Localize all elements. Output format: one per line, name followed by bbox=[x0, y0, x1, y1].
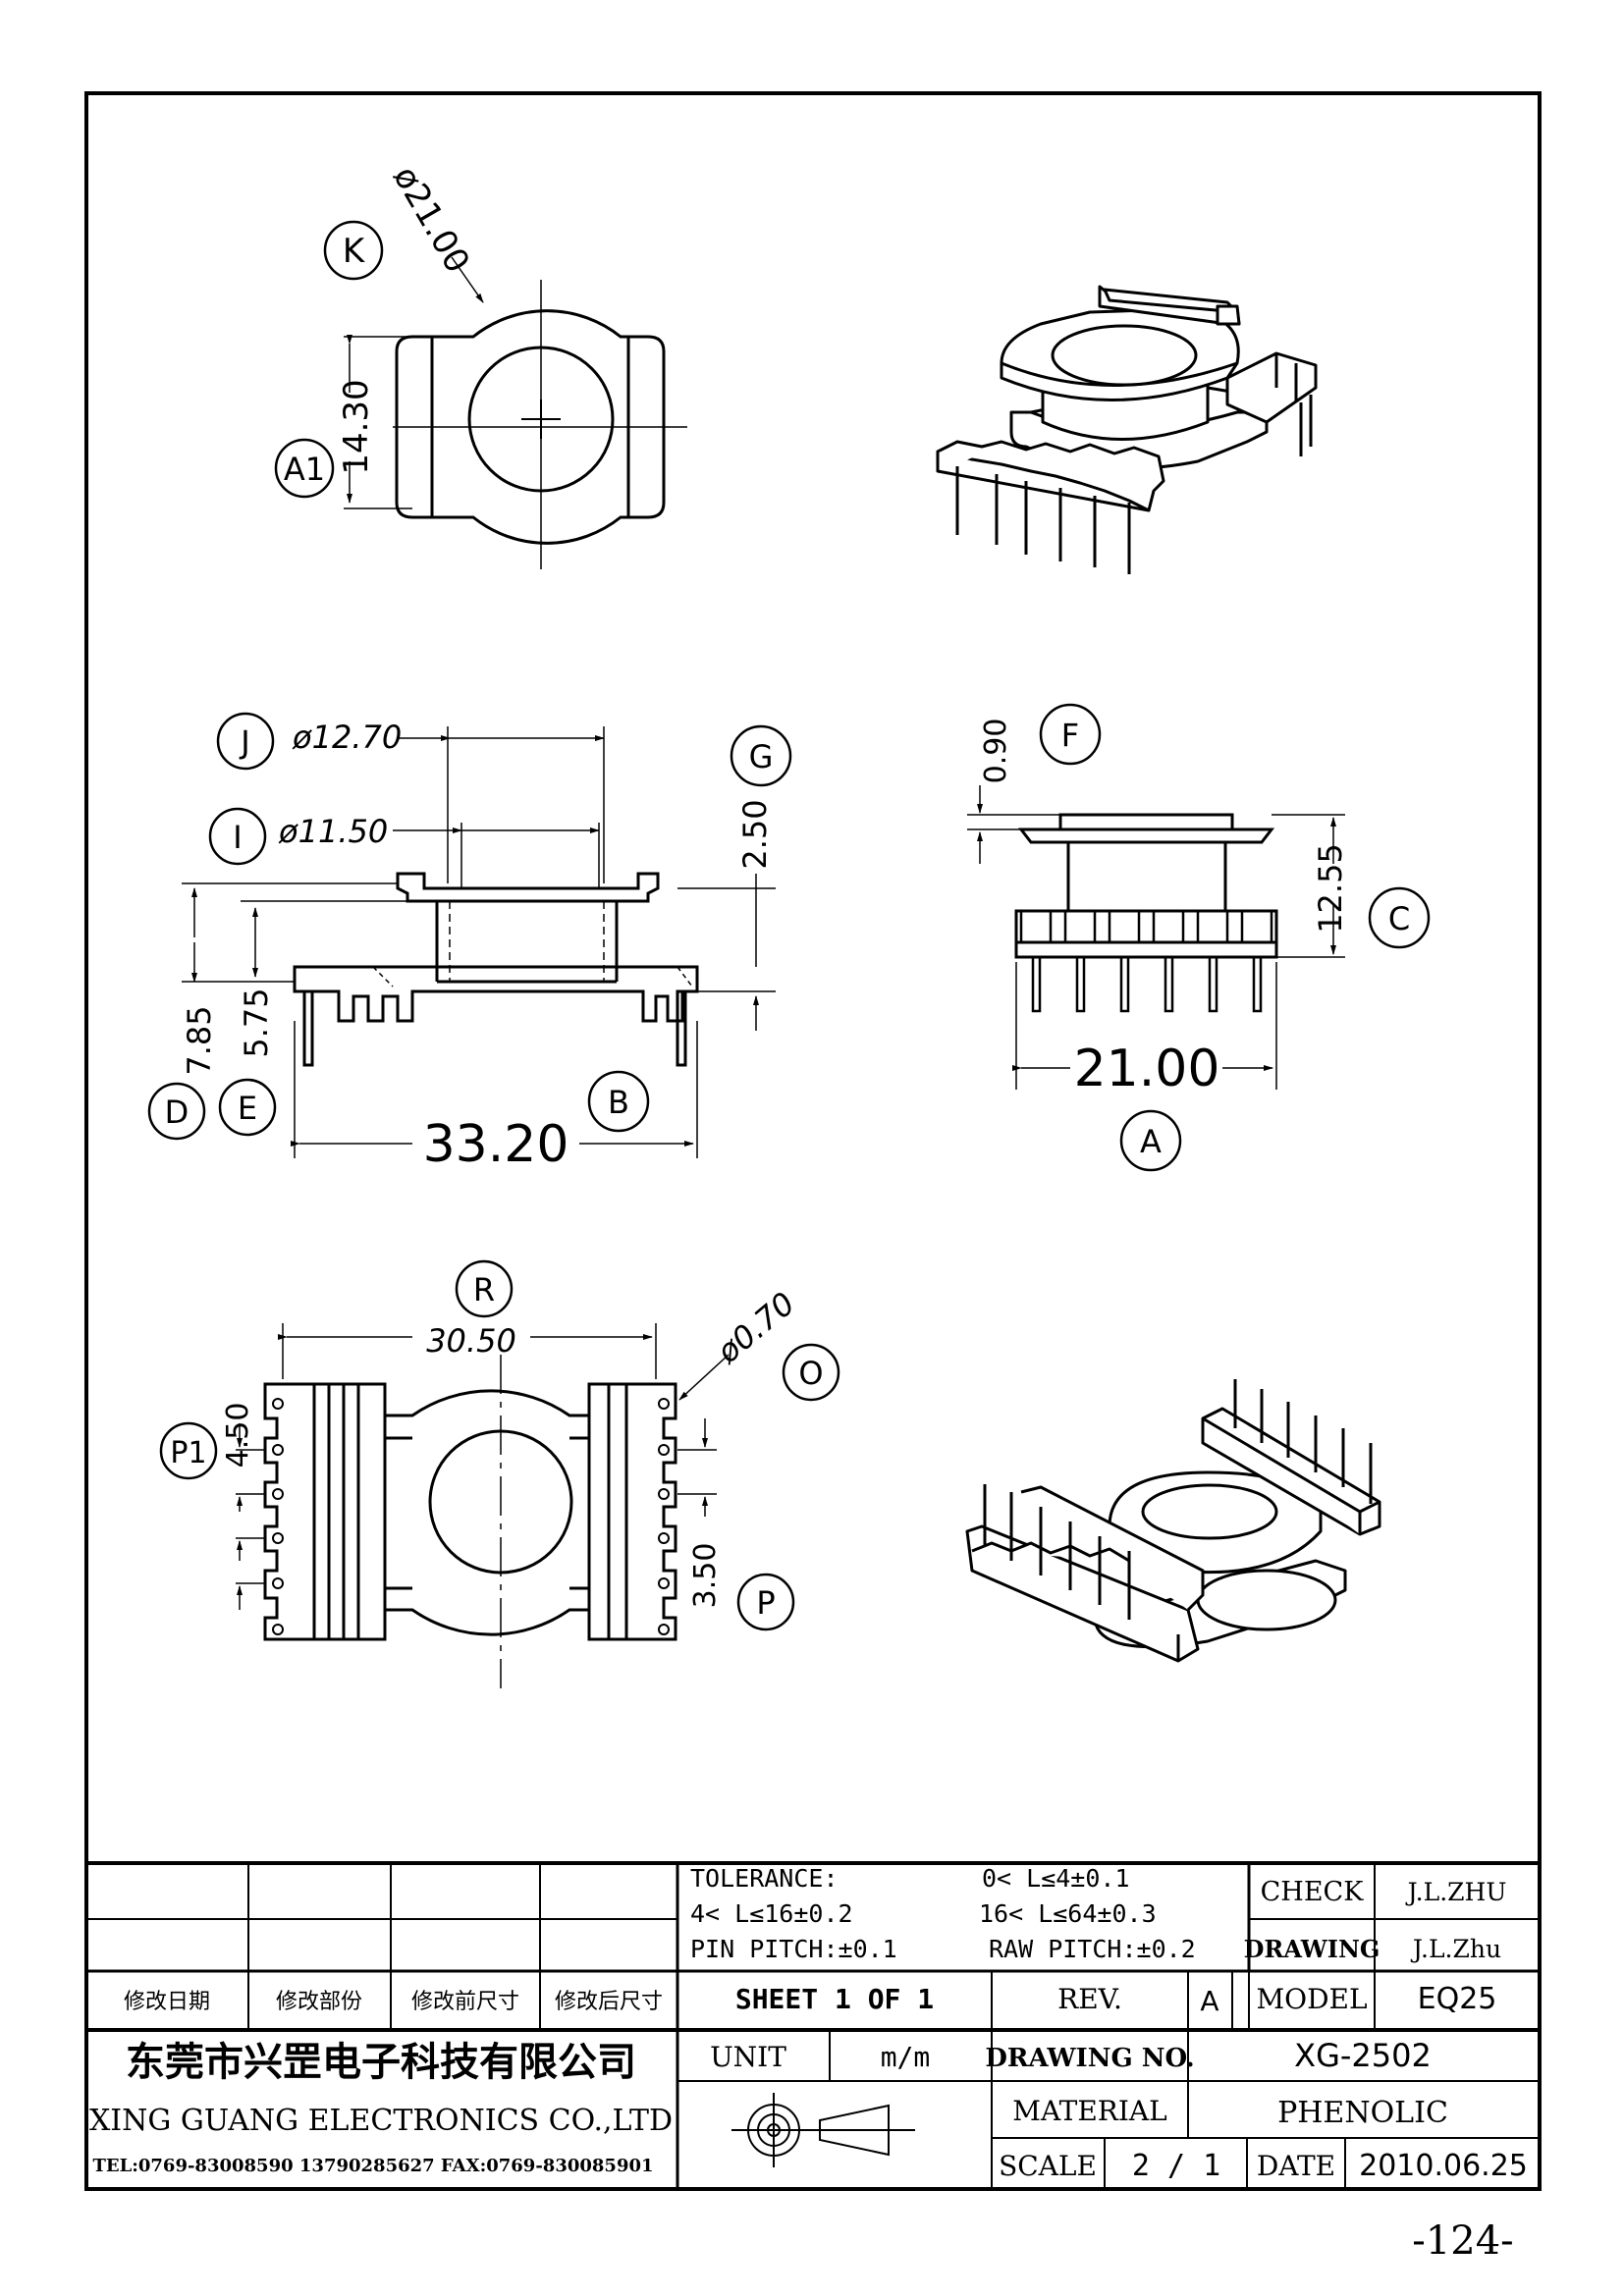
dim-bottom-row: 4.50 bbox=[221, 1403, 255, 1468]
tolerance-head: TOLERANCE: bbox=[690, 1864, 839, 1893]
dim-front-flange: 2.50 bbox=[736, 799, 774, 869]
tolerance-r2: 4< L≤16±0.2 bbox=[690, 1899, 853, 1928]
label-f: F bbox=[1061, 717, 1079, 754]
company-en: XING GUANG ELECTRONICS CO.,LTD bbox=[89, 2104, 673, 2138]
dim-top-height: 14.30 bbox=[337, 379, 376, 474]
date-label: DATE bbox=[1257, 2150, 1335, 2182]
model-label: MODEL bbox=[1256, 1983, 1367, 2015]
drawing-no-value: XG-2502 bbox=[1294, 2037, 1432, 2074]
dim-bottom-width: 30.50 bbox=[426, 1322, 516, 1360]
material-value: PHENOLIC bbox=[1277, 2096, 1448, 2130]
drawing-value: J.L.Zhu bbox=[1410, 1935, 1501, 1963]
sheet-border bbox=[84, 91, 1542, 2191]
rev-label: REV. bbox=[1057, 1983, 1122, 2015]
side-view bbox=[967, 703, 1431, 1172]
dim-front-base-h: 5.75 bbox=[238, 988, 275, 1057]
drawing-label: DRAWING bbox=[1244, 1935, 1380, 1963]
material-label: MATERIAL bbox=[1012, 2095, 1166, 2127]
isometric-view-bottom bbox=[965, 1379, 1381, 1663]
scale-label: SCALE bbox=[999, 2150, 1097, 2182]
label-p1: P1 bbox=[170, 1436, 206, 1470]
rev-header-1: 修改日期 bbox=[124, 1990, 210, 2014]
company-contact: TEL:0769-83008590 13790285627 FAX:0769-8… bbox=[92, 2156, 653, 2176]
label-d: D bbox=[165, 1094, 189, 1131]
dim-top-diameter: ø21.00 bbox=[385, 160, 477, 280]
label-k: K bbox=[343, 232, 366, 271]
rev-header-2: 修改部份 bbox=[276, 1990, 362, 2014]
dim-side-height: 12.55 bbox=[1312, 843, 1349, 934]
rev-header-3: 修改前尺寸 bbox=[411, 1990, 519, 2014]
label-p: P bbox=[756, 1584, 775, 1622]
rev-value: A bbox=[1200, 1985, 1218, 2017]
dim-front-total-h: 7.85 bbox=[181, 1005, 218, 1075]
label-b: B bbox=[608, 1084, 629, 1121]
dim-bottom-pitch: 3.50 bbox=[688, 1543, 723, 1609]
rev-header-4: 修改后尺寸 bbox=[555, 1990, 663, 2014]
unit-label: UNIT bbox=[710, 2041, 786, 2073]
front-view bbox=[147, 712, 792, 1158]
dim-side-width: 21.00 bbox=[1074, 1040, 1220, 1098]
label-g: G bbox=[749, 738, 774, 775]
bottom-view bbox=[159, 1259, 840, 1688]
tolerance-r4: PIN PITCH:±0.1 bbox=[690, 1935, 897, 1963]
dim-front-dia-outer: ø12.70 bbox=[292, 719, 402, 756]
label-a1: A1 bbox=[284, 451, 325, 488]
label-j: J bbox=[239, 723, 249, 761]
tolerance-r1: 0< L≤4±0.1 bbox=[982, 1864, 1130, 1893]
tolerance-r3: 16< L≤64±0.3 bbox=[979, 1899, 1157, 1928]
dim-front-width: 33.20 bbox=[423, 1115, 569, 1174]
model-value: EQ25 bbox=[1418, 1982, 1497, 2016]
dim-side-top: 0.90 bbox=[979, 719, 1013, 784]
drawing-no-label: DRAWING NO. bbox=[985, 2044, 1194, 2073]
title-block bbox=[86, 1861, 1540, 2189]
label-c: C bbox=[1388, 900, 1410, 937]
check-label: CHECK bbox=[1261, 1877, 1365, 1907]
sheet-info: SHEET 1 OF 1 bbox=[735, 1983, 934, 2015]
isometric-view-top bbox=[936, 285, 1318, 574]
date-value: 2010.06.25 bbox=[1359, 2149, 1528, 2183]
label-o: O bbox=[798, 1355, 823, 1392]
label-r: R bbox=[473, 1271, 495, 1308]
tolerance-r5: RAW PITCH:±0.2 bbox=[989, 1935, 1196, 1963]
label-a: A bbox=[1140, 1123, 1162, 1160]
projection-symbol bbox=[731, 2093, 915, 2167]
dim-front-dia-inner: ø11.50 bbox=[278, 813, 388, 850]
company-cn: 东莞市兴罡电子科技有限公司 bbox=[126, 2040, 636, 2085]
page-number: -124- bbox=[1412, 2218, 1513, 2264]
top-view bbox=[274, 220, 687, 569]
check-value: J.L.ZHU bbox=[1405, 1878, 1507, 1906]
unit-value: m/m bbox=[881, 2041, 931, 2073]
label-e: E bbox=[238, 1090, 257, 1127]
scale-value: 2 / 1 bbox=[1132, 2149, 1220, 2183]
label-i: I bbox=[233, 819, 242, 856]
